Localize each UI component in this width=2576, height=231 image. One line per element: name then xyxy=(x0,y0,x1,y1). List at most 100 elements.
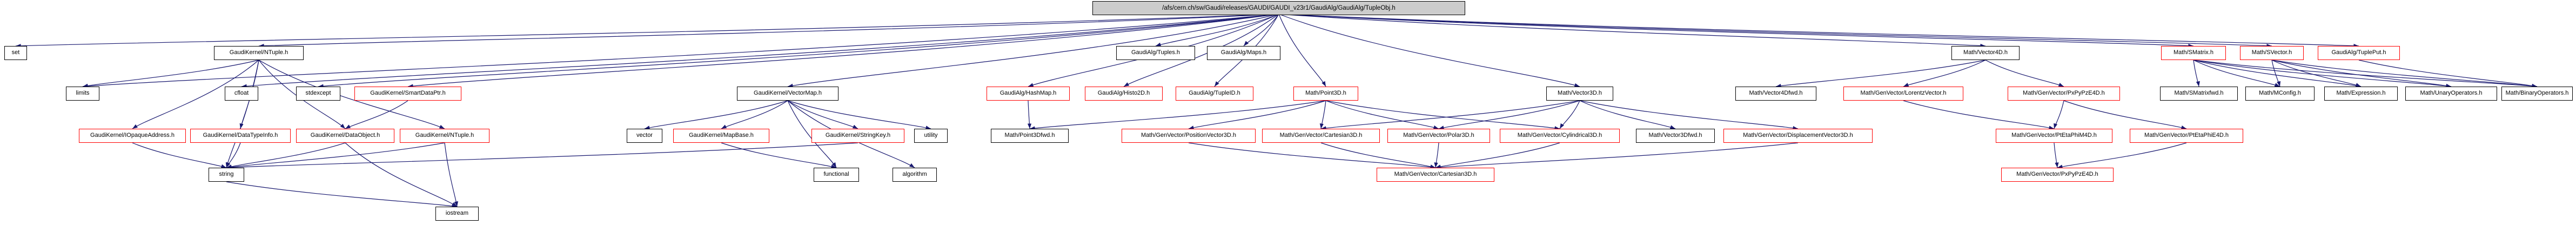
graph-edge-tupleput-to-binaryop xyxy=(2358,60,2538,88)
graph-node-dataobject[interactable]: GaudiKernel/DataObject.h xyxy=(296,129,394,143)
graph-node-label: Math/Vector4Dfwd.h xyxy=(1749,90,1803,97)
graph-node-smartdataptr[interactable]: GaudiKernel/SmartDataPtr.h xyxy=(354,87,461,101)
graph-node-label: Math/SMatrixfwd.h xyxy=(2174,90,2224,97)
graph-node-string[interactable]: string xyxy=(209,168,244,182)
graph-node-utility[interactable]: utility xyxy=(914,129,948,143)
graph-edge-smatrix-to-unaryop xyxy=(2193,60,2452,88)
graph-node-alg_maps[interactable]: GaudiAlg/Maps.h xyxy=(1207,46,1280,60)
graph-edge-polar3d-to-cart3d_2 xyxy=(1434,142,1439,168)
graph-edge-vector3d-to-cyl3d xyxy=(1559,100,1580,129)
graph-node-alg_tuples[interactable]: GaudiAlg/Tuples.h xyxy=(1116,46,1195,60)
graph-node-dispvec3d[interactable]: Math/GenVector/DisplacementVector3D.h xyxy=(1723,129,1873,143)
graph-node-ntuple2[interactable]: GaudiKernel/NTuple.h xyxy=(400,129,489,143)
graph-node-label: GaudiAlg/TuplePut.h xyxy=(2331,49,2386,56)
graph-node-alg_hashmap[interactable]: GaudiAlg/HashMap.h xyxy=(987,87,1070,101)
graph-node-vectormap[interactable]: GaudiKernel/VectorMap.h xyxy=(737,87,838,101)
graph-node-vector3d[interactable]: Math/Vector3D.h xyxy=(1546,87,1613,101)
graph-node-label: stdexcept xyxy=(305,90,331,97)
graph-node-label: Math/UnaryOperators.h xyxy=(2420,90,2483,97)
graph-edge-pxpypzm4d-to-pxpypze4d_2 xyxy=(2054,142,2059,168)
graph-node-label: Math/Point3Dfwd.h xyxy=(1004,132,1055,139)
graph-node-pxpypze4d_2[interactable]: Math/GenVector/PxPyPzE4D.h xyxy=(2001,168,2114,182)
graph-node-ptetaphie4d[interactable]: Math/GenVector/PtEtaPhiE4D.h xyxy=(2130,129,2243,143)
graph-node-label: GaudiKernel/VectorMap.h xyxy=(754,90,822,97)
graph-node-label: GaudiAlg/TupleID.h xyxy=(1189,90,1240,97)
graph-edge-smartdataptr-to-dataobject xyxy=(345,100,408,129)
graph-edge-stringkey-to-string xyxy=(226,142,858,170)
graph-edge-root-to-vector3d xyxy=(1278,14,1580,87)
graph-node-expression[interactable]: Math/Expression.h xyxy=(2324,87,2398,101)
graph-node-unaryop[interactable]: Math/UnaryOperators.h xyxy=(2405,87,2497,101)
graph-node-algorithm[interactable]: algorithm xyxy=(893,168,937,182)
graph-node-label: Math/GenVector/LorentzVector.h xyxy=(1860,90,1947,97)
graph-edge-vector4d-to-pxpypze4d xyxy=(1985,60,2064,87)
edge-group xyxy=(15,14,2538,208)
graph-node-lorentzvec[interactable]: Math/GenVector/LorentzVector.h xyxy=(1843,87,1963,101)
graph-edge-vectormap-to-mapbase xyxy=(721,100,788,129)
graph-edge-root-to-ntuple_h xyxy=(258,14,1279,48)
graph-node-functional[interactable]: functional xyxy=(814,168,859,182)
graph-node-point3dfwd[interactable]: Math/Point3Dfwd.h xyxy=(991,129,1069,143)
graph-node-label: Math/GenVector/Polar3D.h xyxy=(1403,132,1474,139)
graph-edge-ntuple2-to-string xyxy=(226,142,445,169)
graph-node-tupleput[interactable]: GaudiAlg/TuplePut.h xyxy=(2318,46,2400,60)
graph-node-label: cfloat xyxy=(234,90,249,97)
graph-edge-vectormap-to-stringkey xyxy=(787,100,858,129)
graph-edge-vector3d-to-cart3d_1 xyxy=(1320,100,1580,130)
graph-edge-root-to-vectormap xyxy=(787,14,1279,88)
graph-edge-vector3d-to-polar3d xyxy=(1438,100,1580,130)
graph-node-label: Math/GenVector/Cartesian3D.h xyxy=(1279,132,1363,139)
graph-edge-dataobject-to-iostream xyxy=(345,142,458,207)
graph-node-set[interactable]: set xyxy=(4,46,27,60)
graph-node-root[interactable]: /afs/cern.ch/sw/Gaudi/releases/GAUDI/GAU… xyxy=(1092,1,1465,15)
graph-node-label: Math/GenVector/Cartesian3D.h xyxy=(1394,171,1477,178)
graph-edge-svector-to-mconfig xyxy=(2271,60,2281,87)
graph-node-ntuple_h[interactable]: GaudiKernel/NTuple.h xyxy=(214,46,304,60)
graph-node-stdexcept[interactable]: stdexcept xyxy=(296,87,340,101)
graph-edge-point3d-to-polar3d xyxy=(1325,100,1439,129)
graph-edge-point3d-to-cyl3d xyxy=(1325,100,1560,130)
graph-node-datatypeinfo[interactable]: GaudiKernel/DataTypeInfo.h xyxy=(190,129,291,143)
graph-edge-ntuple2-to-iostream xyxy=(444,142,459,207)
graph-node-vec3dfwd[interactable]: Math/Vector3Dfwd.h xyxy=(1636,129,1715,143)
graph-node-cart3d_1[interactable]: Math/GenVector/Cartesian3D.h xyxy=(1262,129,1380,143)
graph-node-iostream[interactable]: iostream xyxy=(435,207,479,221)
graph-node-binaryop[interactable]: Math/BinaryOperators.h xyxy=(2501,87,2573,101)
graph-node-vector[interactable]: vector xyxy=(627,129,662,143)
graph-node-cfloat[interactable]: cfloat xyxy=(225,87,258,101)
graph-node-polar3d[interactable]: Math/GenVector/Polar3D.h xyxy=(1387,129,1490,143)
graph-node-alg_histo[interactable]: GaudiAlg/Histo2D.h xyxy=(1085,87,1163,101)
graph-node-svector[interactable]: Math/SVector.h xyxy=(2240,46,2304,60)
graph-edge-root-to-alg_maps xyxy=(1243,14,1279,47)
graph-node-mconfig[interactable]: Math/MConfig.h xyxy=(2245,87,2315,101)
graph-node-label: vector xyxy=(636,132,653,139)
graph-edge-vector4d-to-ioffield xyxy=(1775,60,1986,88)
graph-node-cyl3d[interactable]: Math/GenVector/Cylindrical3D.h xyxy=(1500,129,1620,143)
graph-node-limits[interactable]: limits xyxy=(66,87,99,101)
graph-node-point3d[interactable]: Math/Point3D.h xyxy=(1293,87,1358,101)
graph-node-label: limits xyxy=(76,90,90,97)
graph-edge-datatypeinfo-to-string xyxy=(226,142,241,168)
graph-node-alg_tupleid[interactable]: GaudiAlg/TupleID.h xyxy=(1176,87,1253,101)
graph-node-mapbase[interactable]: GaudiKernel/MapBase.h xyxy=(673,129,769,143)
graph-node-pxpypze4d[interactable]: Math/GenVector/PxPyPzE4D.h xyxy=(2008,87,2120,101)
graph-node-label: Math/Vector4D.h xyxy=(1963,49,2008,56)
graph-edge-root-to-smatrix xyxy=(1278,14,2194,48)
graph-node-vector4d[interactable]: Math/Vector4D.h xyxy=(1951,46,2020,60)
graph-node-label: GaudiKernel/DataTypeInfo.h xyxy=(203,132,278,139)
graph-edge-pxpypze4d-to-ptetaphie4d xyxy=(2063,100,2187,129)
graph-node-smatrix[interactable]: Math/SMatrix.h xyxy=(2161,46,2226,60)
graph-edge-dispvec3d-to-cart3d_2 xyxy=(1435,142,1799,169)
graph-node-smatrixfwd[interactable]: Math/SMatrixfwd.h xyxy=(2160,87,2238,101)
graph-node-pxpypzm4d[interactable]: Math/GenVector/PtEtaPhiM4D.h xyxy=(1996,129,2112,143)
graph-node-label: Math/Point3D.h xyxy=(1305,90,1346,97)
graph-node-label: GaudiKernel/StringKey.h xyxy=(825,132,891,139)
graph-edge-lorentzvec-to-pxpypzm4d xyxy=(1903,100,2055,130)
graph-node-iopaque[interactable]: GaudiKernel/IOpaqueAddress.h xyxy=(79,129,186,143)
graph-node-posvec3d[interactable]: Math/GenVector/PositionVector3D.h xyxy=(1122,129,1256,143)
graph-node-label: functional xyxy=(823,171,849,178)
graph-node-ioffield[interactable]: Math/Vector4Dfwd.h xyxy=(1735,87,1816,101)
graph-node-stringkey[interactable]: GaudiKernel/StringKey.h xyxy=(811,129,904,143)
graph-node-cart3d_2[interactable]: Math/GenVector/Cartesian3D.h xyxy=(1377,168,1494,182)
